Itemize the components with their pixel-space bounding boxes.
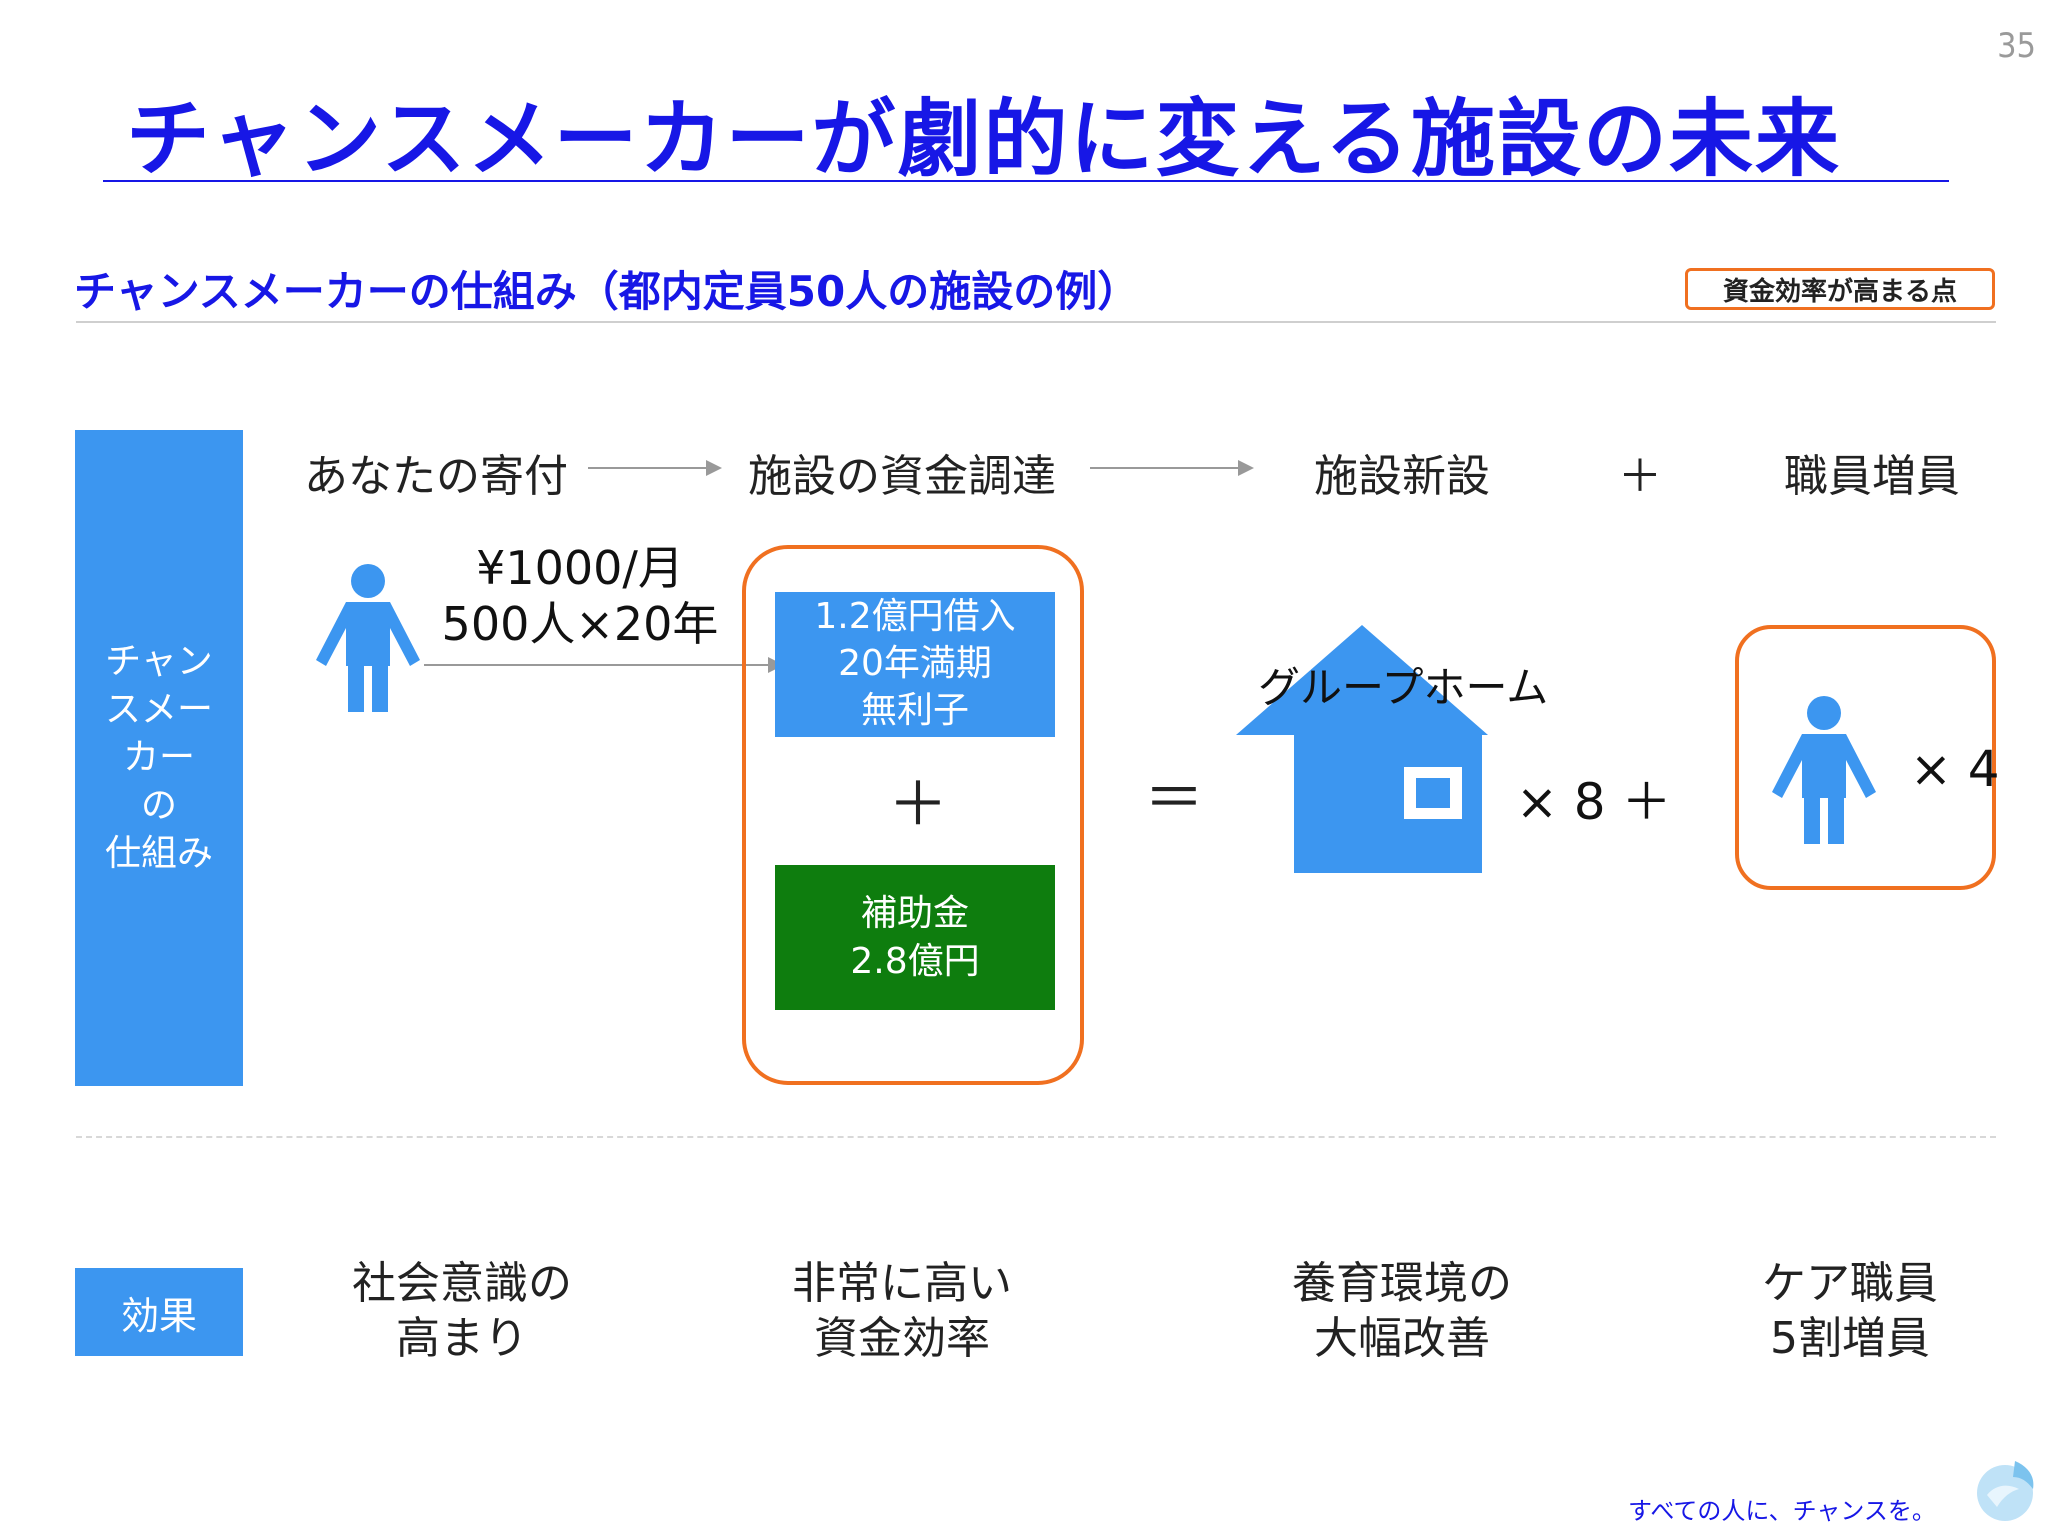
loan-line: 無利子 [860,689,969,731]
loan-box: 1.2億円借入 20年満期 無利子 [775,592,1055,737]
section-subtitle: チャンスメーカーの仕組み（都内定員50人の施設の例） [74,267,1140,316]
effect-line: ケア職員 [1762,1258,1938,1309]
effect-item: 社会意識の 高まり [302,1256,622,1366]
donation-people-years: 500人×20年 [441,597,719,652]
equals-sign: ＝ [1144,764,1204,834]
page-title: チャンスメーカーが劇的に変える施設の未来 [126,90,1841,188]
funding-highlight-frame [742,545,1084,1085]
person-icon [316,564,420,712]
subsidy-line: 2.8億円 [850,940,980,982]
side-label-line: スメー [104,689,213,731]
effect-line: 養育環境の [1292,1258,1512,1309]
effect-line: 資金効率 [814,1313,990,1364]
house-icon [1236,625,1488,873]
mechanism-side-label: チャン スメー カー の 仕組み [75,430,243,1086]
effect-line: 社会意識の [352,1258,572,1309]
title-underline [103,180,1949,182]
effect-item: 養育環境の 大幅改善 [1242,1256,1562,1366]
funding-plus-sign: ＋ [888,770,948,840]
effect-line: 非常に高い [792,1258,1012,1309]
page-number: 35 [1997,26,2036,66]
flow-arrow-2-line [1090,467,1240,469]
legend-label: 資金効率が高まる点 [1722,276,1957,307]
flow-arrow-1-head [706,460,722,476]
staff-highlight-frame [1735,625,1996,890]
homes-multiplier: × 8 ＋ [1516,773,1672,831]
side-label-line: チャン [105,641,213,683]
staff-multiplier: × 4 [1910,740,2000,798]
effect-item: ケア職員 5割増員 [1690,1256,2010,1366]
flow-arrow-1-line [588,467,708,469]
subtitle-divider [76,321,1996,323]
effects-label: 効果 [75,1268,243,1356]
staff-person-icon [1772,696,1876,844]
group-home-label: グループホーム [1258,663,1549,712]
header-new-facility: 施設新設 [1314,451,1490,502]
donation-amount: ¥1000/月 [476,541,684,595]
loan-line: 20年満期 [838,643,992,685]
section-divider [76,1136,1996,1138]
header-plus: ＋ [1618,451,1662,502]
organization-logo-icon [1977,1461,2034,1521]
effect-item: 非常に高い 資金効率 [742,1256,1062,1366]
header-donation: あなたの寄付 [304,451,568,502]
footer-tagline: すべての人に、チャンスを。 [1628,1497,1936,1525]
effect-line: 高まり [396,1313,528,1364]
loan-line: 1.2億円借入 [814,596,1016,638]
effect-line: 大幅改善 [1314,1313,1490,1364]
side-label-line: の [140,784,177,826]
subsidy-line: 補助金 [860,892,969,934]
effect-line: 5割増員 [1770,1313,1930,1364]
header-staff: 職員増員 [1784,451,1960,502]
flow-arrow-2-head [1238,460,1254,476]
side-label-line: カー [122,737,195,779]
legend-highlight-box: 資金効率が高まる点 [1685,268,1995,310]
subsidy-box: 補助金 2.8億円 [775,865,1055,1010]
donation-arrow-line [424,664,770,666]
header-funding: 施設の資金調達 [748,451,1056,502]
donation-amount-text: ¥1000/月 500人×20年 [420,540,740,652]
side-label-line: 仕組み [104,832,213,874]
